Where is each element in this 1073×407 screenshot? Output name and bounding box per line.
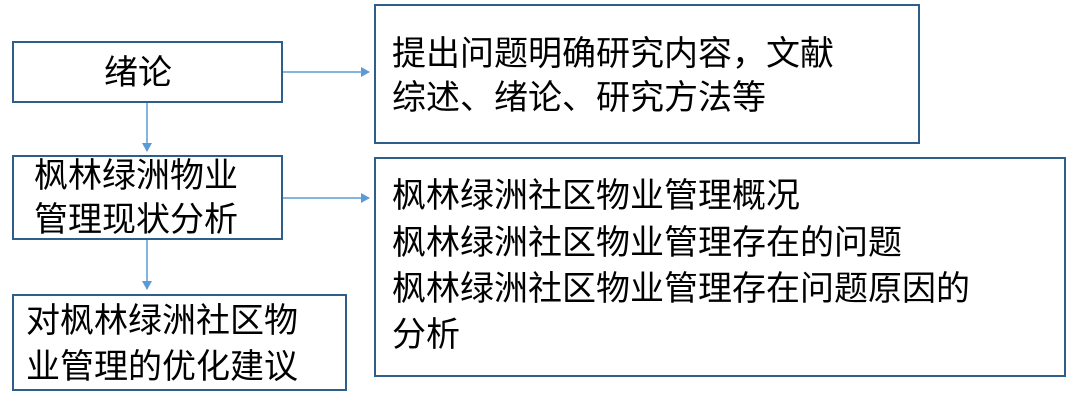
detail-text-status-item1: 枫林绿洲社区物业管理概况	[392, 176, 800, 216]
step-label-status-analysis-line1: 枫林绿洲物业	[34, 156, 238, 196]
detail-box-status-items	[374, 157, 1066, 377]
detail-text-status-item3: 枫林绿洲社区物业管理存在问题原因的	[392, 269, 970, 309]
step-label-optimization-line1: 对枫林绿洲社区物	[26, 301, 298, 341]
step-box-introduction	[12, 41, 283, 103]
detail-box-research-content	[374, 4, 920, 144]
detail-text-research-content-line1: 提出问题明确研究内容，文献	[392, 34, 834, 74]
step-label-status-analysis-line2: 管理现状分析	[34, 200, 238, 240]
step-box-optimization	[12, 294, 347, 391]
detail-text-status-item2: 枫林绿洲社区物业管理存在的问题	[392, 223, 902, 263]
detail-text-status-item3-cont: 分析	[392, 315, 460, 355]
step-box-status-analysis	[12, 155, 283, 240]
detail-text-research-content-line2: 综述、绪论、研究方法等	[392, 78, 766, 118]
step-label-optimization-line2: 业管理的优化建议	[26, 347, 298, 387]
step-label-introduction: 绪论	[104, 53, 172, 93]
